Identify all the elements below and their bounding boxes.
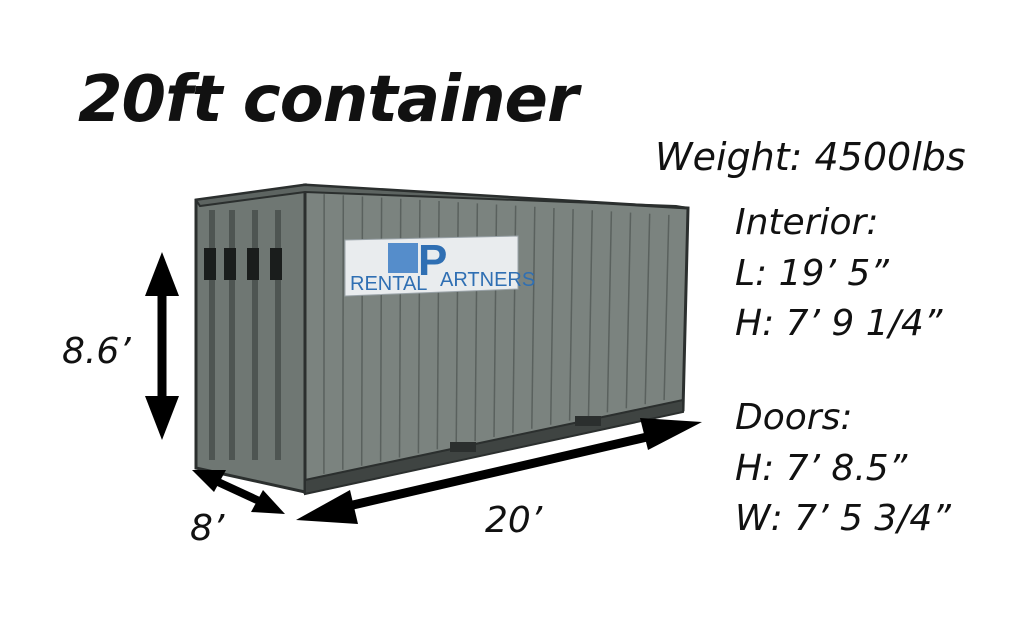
height-dimension-label: 8.6’ (62, 331, 131, 372)
corrugation-rib (379, 197, 383, 462)
door-vent (224, 248, 236, 280)
logo-letter: P (418, 236, 447, 285)
corrugation-rib (568, 209, 574, 421)
corrugation-rib (531, 206, 536, 429)
corrugation-rib (549, 207, 555, 425)
width-dimension-label: 8’ (190, 508, 225, 549)
forklift-pocket (450, 442, 476, 452)
length-arrow (296, 418, 702, 524)
length-dimension-label: 20’ (485, 500, 543, 541)
door-locking-bar (209, 210, 215, 460)
doors-width: W: 7’ 5 3/4” (735, 498, 951, 539)
doors-height: H: 7’ 8.5” (735, 448, 908, 489)
corrugation-rib (587, 210, 593, 417)
corrugation-rib (625, 212, 632, 409)
page-title: 20ft container (78, 63, 578, 137)
container-top-rail (194, 183, 689, 209)
corrugation-rib (360, 196, 364, 466)
rental-partners-logo: P RENTAL ARTNERS (344, 235, 535, 297)
interior-heading: Interior: (735, 202, 879, 243)
interior-height: H: 7’ 9 1/4” (735, 303, 943, 344)
width-arrow (192, 470, 285, 514)
weight-label: Weight: 4500lbs (655, 135, 966, 179)
logo-text-right: ARTNERS (440, 269, 535, 291)
door-vent (270, 248, 282, 280)
corrugation-rib (644, 213, 651, 405)
corrugation-rib (342, 195, 345, 470)
container-door-details (204, 210, 282, 460)
doors-heading: Doors: (735, 397, 853, 438)
door-locking-bar (252, 210, 258, 460)
logo-text-left: RENTAL (350, 273, 427, 295)
door-vent (247, 248, 259, 280)
corrugation-rib (663, 214, 670, 401)
door-vent (204, 248, 216, 280)
door-locking-bar (275, 210, 281, 460)
corrugation-rib (606, 211, 613, 413)
door-locking-bar (229, 210, 235, 460)
height-arrow (145, 252, 179, 440)
interior-length: L: 19’ 5” (735, 253, 889, 294)
forklift-pocket (575, 416, 601, 426)
logo-container-icon (388, 243, 418, 273)
